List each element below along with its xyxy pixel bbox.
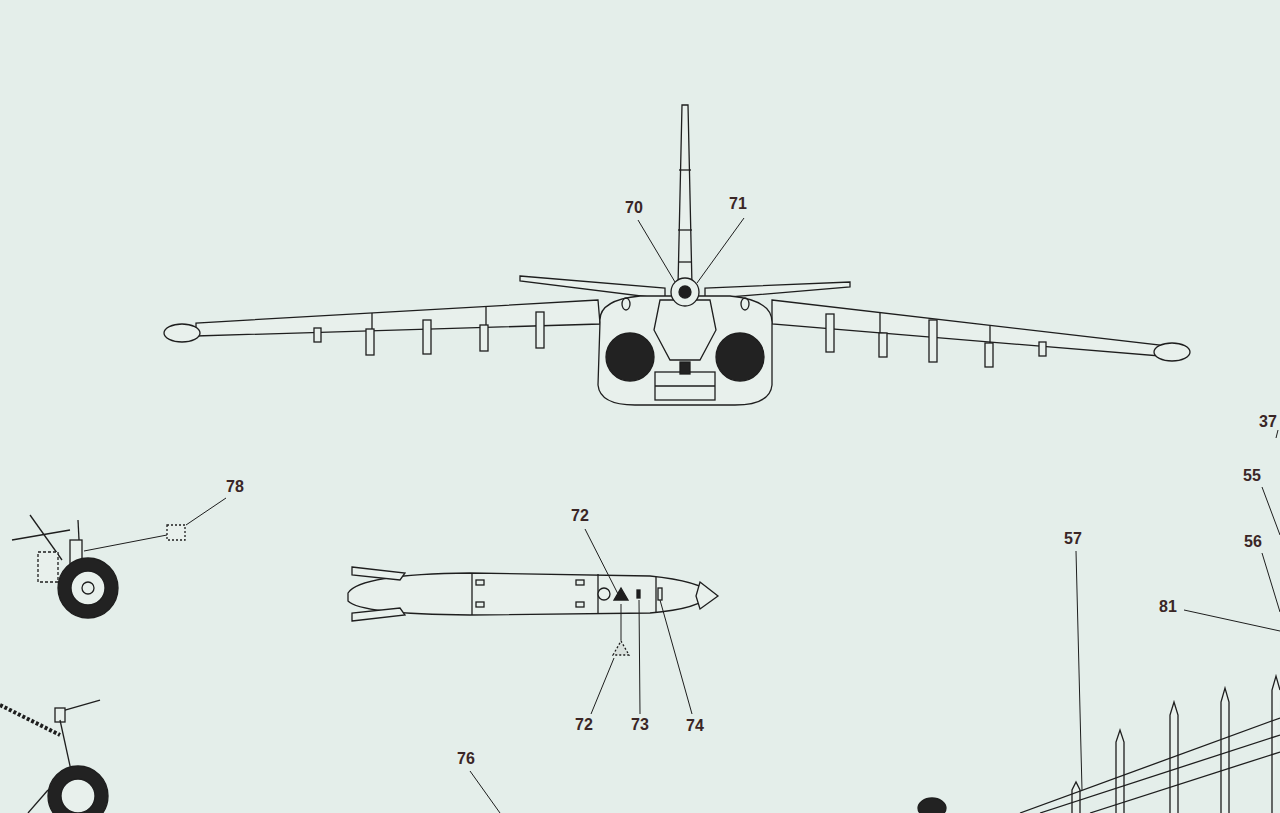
bomb-side-view-part bbox=[476, 602, 484, 607]
landing-gear bbox=[0, 515, 185, 813]
callout-number: 81 bbox=[1159, 598, 1177, 616]
aircraft-front-view-part bbox=[678, 105, 692, 286]
leader-line-part bbox=[1262, 553, 1280, 612]
leader-line-part bbox=[186, 498, 226, 525]
leader-line bbox=[84, 218, 1280, 813]
bomb-side-view bbox=[348, 567, 718, 655]
aircraft-front-view-part bbox=[879, 313, 880, 334]
bomb-side-view-part bbox=[352, 567, 405, 580]
landing-gear-part bbox=[82, 582, 94, 594]
pylon-fence-part bbox=[1090, 752, 1280, 813]
aircraft-front-view-part bbox=[1039, 342, 1046, 356]
landing-gear-part bbox=[58, 558, 118, 618]
leader-line-part bbox=[1262, 487, 1280, 535]
callout-number: 55 bbox=[1243, 467, 1261, 485]
aircraft-front-view bbox=[164, 105, 1190, 405]
pylon-fence-part bbox=[1072, 782, 1080, 813]
bomb-side-view-part bbox=[613, 641, 629, 655]
landing-gear-part bbox=[0, 705, 60, 735]
aircraft-front-view-part bbox=[929, 320, 937, 362]
landing-gear-part bbox=[167, 525, 185, 540]
bomb-side-view-part bbox=[637, 590, 640, 598]
callout-number: 70 bbox=[625, 199, 643, 217]
aircraft-front-view-part bbox=[989, 326, 990, 345]
callout-number: 76 bbox=[457, 750, 475, 768]
aircraft-front-view-part bbox=[678, 261, 692, 262]
bomb-side-view-part bbox=[476, 580, 484, 585]
aircraft-front-view-part bbox=[423, 320, 431, 354]
aircraft-front-view-part bbox=[598, 296, 772, 405]
aircraft-front-view-part bbox=[772, 300, 1160, 356]
landing-gear-part bbox=[38, 552, 58, 582]
callout-number: 73 bbox=[631, 716, 649, 734]
aircraft-front-view-part bbox=[366, 329, 374, 355]
aircraft-front-view-part bbox=[536, 312, 544, 348]
pylon-fence-part bbox=[1020, 718, 1280, 813]
leader-line-part bbox=[470, 771, 500, 813]
aircraft-front-view-part bbox=[826, 314, 834, 352]
callout-number: 74 bbox=[686, 717, 704, 735]
aircraft-front-view-part bbox=[654, 300, 716, 360]
pylon-fence-part bbox=[1221, 688, 1229, 813]
leader-line-part bbox=[1076, 551, 1082, 790]
aircraft-front-view-part bbox=[485, 307, 486, 327]
aircraft-front-view-part bbox=[678, 229, 692, 230]
pylon-fence bbox=[918, 676, 1280, 813]
aircraft-front-view-part bbox=[716, 333, 764, 381]
aircraft-front-view-part bbox=[164, 324, 200, 342]
bomb-side-view-part bbox=[471, 573, 472, 615]
callout-number: 78 bbox=[226, 478, 244, 496]
bomb-side-view-part bbox=[655, 577, 656, 612]
landing-gear-part bbox=[48, 766, 108, 813]
bomb-side-view-part bbox=[576, 602, 584, 607]
pylon-fence-part bbox=[1272, 676, 1280, 813]
aircraft-front-view-part bbox=[1154, 343, 1190, 361]
bomb-side-view-part bbox=[598, 588, 610, 600]
landing-gear-part bbox=[55, 708, 65, 722]
aircraft-front-view-part bbox=[480, 325, 488, 351]
aircraft-front-view-part bbox=[622, 298, 630, 310]
bomb-side-view-part bbox=[696, 582, 718, 609]
landing-gear-part bbox=[61, 779, 95, 813]
bomb-side-view-part bbox=[348, 573, 712, 615]
leader-line-part bbox=[1276, 430, 1278, 438]
callout-number: 71 bbox=[729, 195, 747, 213]
aircraft-front-view-part bbox=[314, 328, 321, 342]
aircraft-front-view-part bbox=[606, 333, 654, 381]
pylon-fence-part bbox=[918, 798, 946, 813]
aircraft-front-view-part bbox=[879, 333, 887, 357]
callout-number: 57 bbox=[1064, 530, 1082, 548]
leader-line-part bbox=[697, 218, 744, 283]
leader-line-part bbox=[621, 604, 622, 640]
aircraft-front-view-part bbox=[655, 372, 715, 400]
aircraft-front-view-part bbox=[679, 286, 691, 298]
pylon-fence-part bbox=[1116, 730, 1124, 813]
leader-line-part bbox=[591, 658, 614, 714]
landing-gear-part bbox=[71, 571, 105, 605]
callout-number: 72 bbox=[575, 716, 593, 734]
leader-line-part bbox=[1184, 610, 1280, 631]
pylon-fence-part bbox=[1040, 735, 1280, 813]
callout-number: 72 bbox=[571, 507, 589, 525]
landing-gear-part bbox=[28, 790, 48, 813]
leader-line-part bbox=[638, 220, 675, 282]
aircraft-front-view-part bbox=[671, 278, 699, 306]
aircraft-front-view-part bbox=[741, 298, 749, 310]
callout-number: 37 bbox=[1259, 413, 1277, 431]
leader-line-part bbox=[585, 529, 618, 594]
aircraft-front-view-part bbox=[680, 362, 690, 374]
leader-line-part bbox=[639, 600, 640, 714]
bomb-side-view-part bbox=[352, 608, 405, 621]
aircraft-front-view-part bbox=[679, 169, 691, 170]
aircraft-front-view-part bbox=[371, 313, 372, 330]
leader-line-part bbox=[660, 600, 692, 714]
aircraft-front-view-part bbox=[985, 343, 993, 367]
leader-line-part bbox=[84, 535, 167, 551]
callout-number: 56 bbox=[1244, 533, 1262, 551]
bomb-side-view-part bbox=[658, 588, 662, 600]
aircraft-front-view-part bbox=[655, 385, 715, 386]
bomb-side-view-part bbox=[576, 580, 584, 585]
